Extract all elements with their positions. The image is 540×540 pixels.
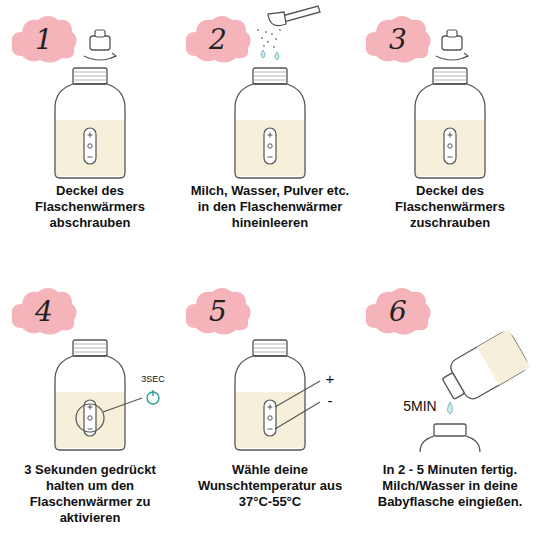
- step-cloud: 6: [362, 284, 434, 338]
- duration-mark: 3SEC: [136, 374, 170, 385]
- step-cloud: 2: [182, 12, 254, 66]
- duration-mark: 5MIN: [398, 398, 442, 415]
- step-caption: Deckel des Flaschenwärmers abschrauben: [4, 183, 176, 231]
- step-caption: Milch, Wasser, Pulver etc. in den Flasch…: [184, 183, 356, 231]
- step-cloud: 3: [362, 12, 434, 66]
- step-number: 3: [362, 12, 434, 66]
- step-number: 1: [8, 12, 80, 66]
- step-cloud: 4: [8, 284, 80, 338]
- step-number: 4: [8, 284, 80, 338]
- minus-mark: -: [322, 392, 338, 410]
- step-caption: Deckel des Flaschenwärmers zuschrauben: [364, 183, 536, 231]
- step-cloud: 5: [182, 284, 254, 338]
- step-caption: 3 Sekunden gedrückt halten um den Flasch…: [4, 462, 176, 526]
- step-caption: Wähle deine Wunschtemperatur aus 37°C-55…: [184, 462, 356, 510]
- step-number: 6: [362, 284, 434, 338]
- step-caption: In 2 - 5 Minuten fertig. Milch/Wasser in…: [364, 462, 536, 510]
- step-cloud: 1: [8, 12, 80, 66]
- plus-mark: +: [322, 370, 338, 388]
- step-number: 2: [182, 12, 254, 66]
- step-number: 5: [182, 284, 254, 338]
